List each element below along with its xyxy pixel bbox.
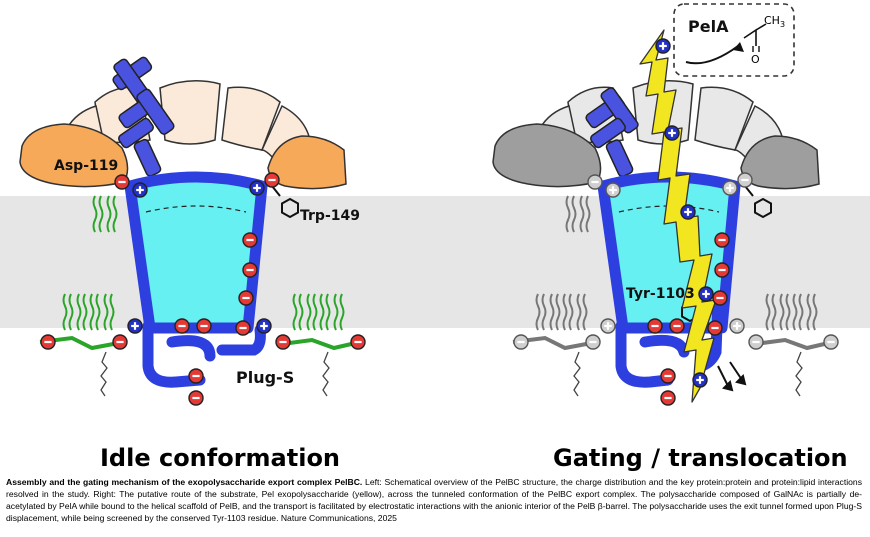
lightning-polysaccharide-icon [639, 29, 717, 403]
plug-s-loop [142, 320, 206, 388]
figure-caption: Assembly and the gating mechanism of the… [6, 476, 862, 524]
oxygen-label: O [751, 53, 760, 66]
pela-label: PelA [688, 17, 729, 36]
trp-label: Trp-149 [300, 208, 360, 224]
asp-subunit [19, 123, 129, 188]
asp-label: Asp-119 [54, 158, 118, 174]
left-panel: Asp-119 Trp-149 Plug-S [19, 56, 366, 406]
plug-label: Plug-S [236, 368, 294, 387]
pela-box: PelA CH3 O [673, 3, 795, 77]
pelbc-diagram: Asp-119 Trp-149 Plug-S [0, 3, 870, 406]
title-gating: Gating / translocation [553, 444, 848, 472]
exit-arrows [717, 361, 747, 392]
title-idle: Idle conformation [100, 444, 341, 472]
tyr-label: Tyr-1103 [626, 286, 695, 302]
caption-text: Left: Schematical overview of the PelBC … [6, 477, 862, 523]
ch3-label: CH3 [764, 14, 785, 29]
pelb-barrel-left [124, 171, 268, 334]
caption-bold: Assembly and the gating mechanism of the… [6, 477, 363, 487]
right-panel: PelA CH3 O Tyr-1103 [492, 3, 839, 406]
